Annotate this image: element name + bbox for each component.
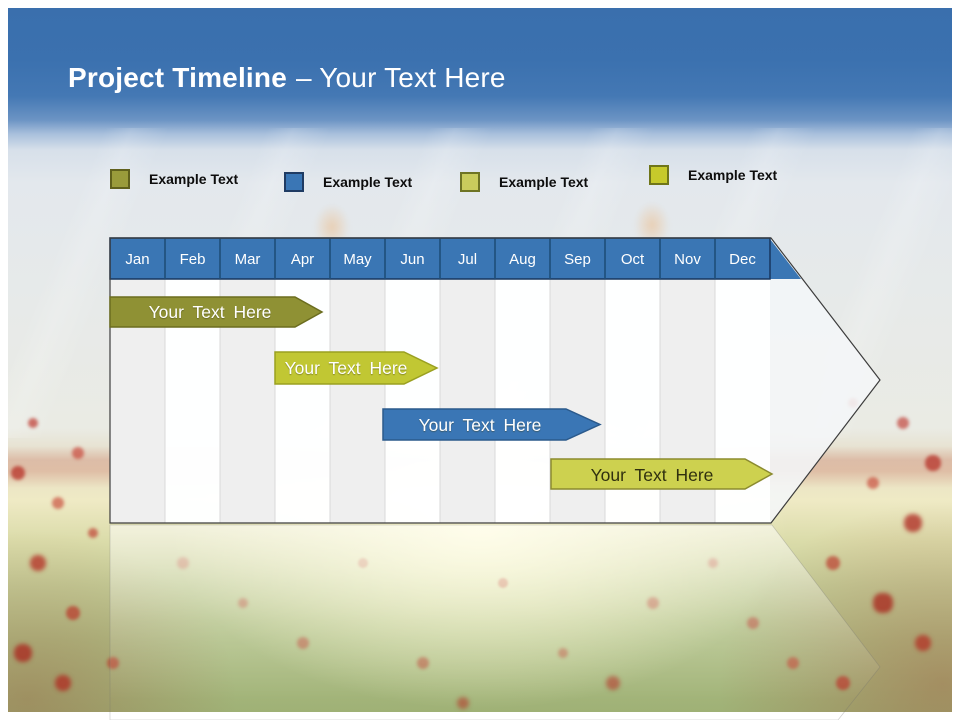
month-label: Mar — [235, 251, 261, 268]
month-stripes — [110, 279, 715, 523]
month-label: May — [343, 251, 372, 268]
legend-label: Example Text — [499, 174, 589, 190]
month-label: Dec — [729, 251, 756, 268]
header-arrow-sliver — [770, 239, 801, 279]
legend-swatch-icon — [649, 165, 669, 185]
arrow-container-outline — [109, 237, 881, 524]
month-label: Sep — [564, 251, 591, 268]
legend-label: Example Text — [688, 167, 778, 183]
legend-item: Example Text — [460, 172, 588, 192]
legend-swatch-icon — [284, 172, 304, 192]
legend-item: Example Text — [110, 169, 238, 189]
month-header-separators — [164, 238, 716, 279]
month-label: Apr — [291, 251, 314, 268]
slide-title-sub: – Your Text Here — [295, 62, 506, 93]
month-label: Jun — [400, 251, 424, 268]
legend-item: Example Text — [284, 172, 412, 192]
month-label: Aug — [509, 251, 536, 268]
month-label: Jan — [125, 251, 149, 268]
bar-label: Your Text Here — [419, 415, 542, 435]
timeline-bar: Your Text Here — [382, 408, 602, 441]
slide-title-main: Project Timeline — [68, 62, 287, 93]
bar-label: Your Text Here — [591, 465, 714, 485]
legend-label: Example Text — [149, 171, 239, 187]
month-label: Jul — [458, 251, 477, 268]
month-label: Oct — [621, 251, 645, 268]
legend-label: Example Text — [323, 174, 413, 190]
slide-title: Project Timeline – Your Text Here — [68, 60, 506, 96]
timeline-bar: Your Text Here — [109, 296, 324, 328]
legend-item: Example Text — [649, 165, 777, 185]
month-label: Nov — [674, 251, 701, 268]
bar-label: Your Text Here — [149, 302, 272, 322]
bar-label: Your Text Here — [285, 358, 408, 378]
legend-swatch-icon — [110, 169, 130, 189]
legend-swatch-icon — [460, 172, 480, 192]
month-label: Feb — [180, 251, 206, 268]
timeline-bar: Your Text Here — [274, 351, 439, 385]
timeline-bar: Your Text Here — [550, 458, 774, 490]
chart-reflection — [109, 524, 881, 720]
